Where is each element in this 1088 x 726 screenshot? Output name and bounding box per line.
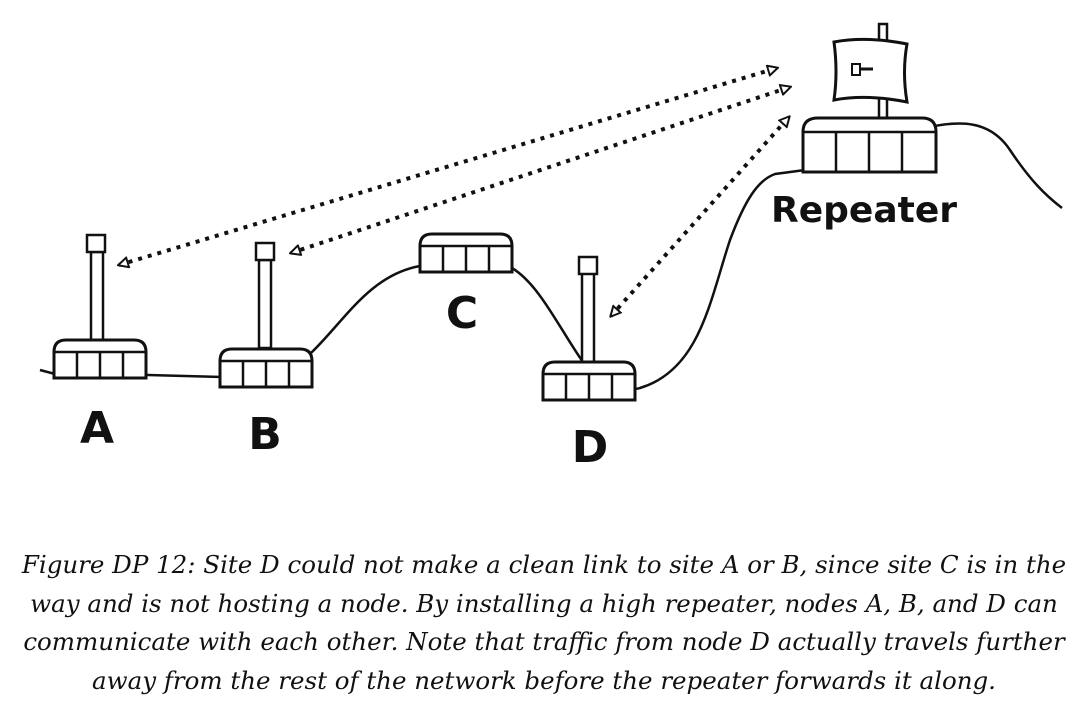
node-d-label: D [572,422,609,473]
node-b-antenna [254,241,276,262]
repeater-label: Repeater [771,190,957,231]
node-a-mast [89,250,105,342]
node-b-mast [257,258,273,350]
repeater-node: Repeater [771,22,957,231]
node-b-label: B [248,409,282,460]
dish-antenna-icon [832,37,909,104]
node-d: D [541,255,637,473]
node-a: A [52,233,148,454]
figure-caption: Figure DP 12: Site D could not make a cl… [21,550,1067,695]
node-d-antenna [577,255,599,276]
link-d-repeater [611,117,789,316]
site-c-label: C [446,288,478,339]
link-b-repeater [291,87,790,253]
site-c: C [418,232,514,339]
terrain-line [39,122,1063,391]
node-d-mast [580,271,596,365]
node-b: B [218,241,314,460]
node-a-antenna [85,233,107,254]
node-a-label: A [80,403,114,454]
